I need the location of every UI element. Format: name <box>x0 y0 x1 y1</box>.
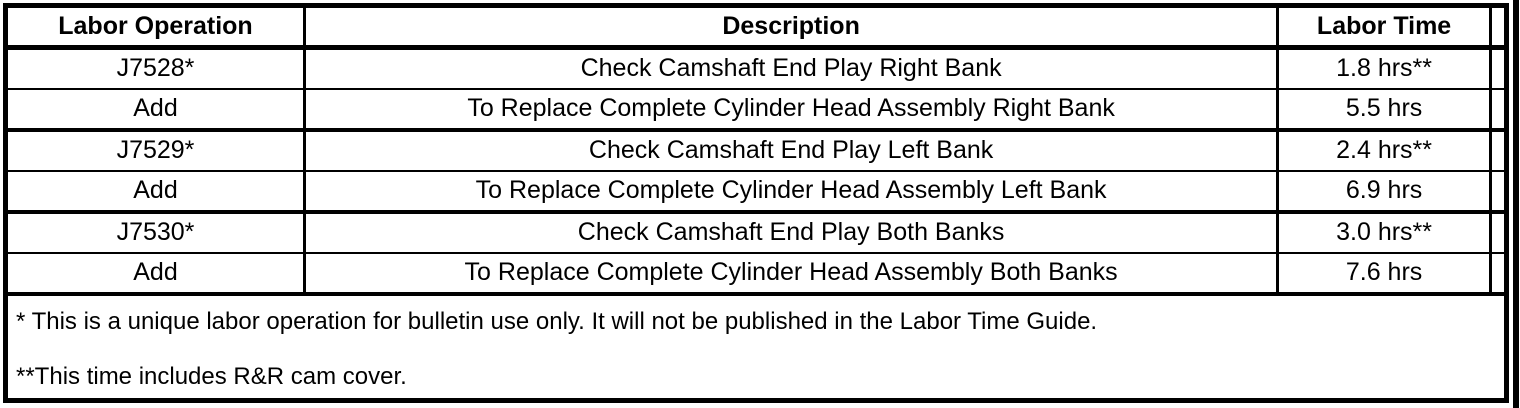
table-row: Add To Replace Complete Cylinder Head As… <box>4 251 1509 296</box>
labor-operation-cell: J7529* <box>4 128 306 172</box>
spacer-cell <box>1488 169 1509 214</box>
labor-time-cell: 5.5 hrs <box>1276 87 1492 132</box>
labor-operation-cell: Add <box>4 251 306 296</box>
footnote-asterisk: * This is a unique labor operation for b… <box>16 307 1098 335</box>
table-row: J7528* Check Camshaft End Play Right Ban… <box>4 46 1509 90</box>
description-cell: Check Camshaft End Play Left Bank <box>302 128 1280 172</box>
description-cell: To Replace Complete Cylinder Head Assemb… <box>302 251 1280 296</box>
table-row: Add To Replace Complete Cylinder Head As… <box>4 169 1509 214</box>
spacer-cell <box>1488 251 1509 296</box>
labor-time-table: Labor Operation Description Labor Time J… <box>3 3 1509 404</box>
labor-time-cell: 1.8 hrs** <box>1276 46 1492 90</box>
footnote-double-asterisk: **This time includes R&R cam cover. <box>16 362 407 390</box>
labor-time-cell: 7.6 hrs <box>1276 251 1492 296</box>
description-cell: Check Camshaft End Play Both Banks <box>302 210 1280 254</box>
description-cell: To Replace Complete Cylinder Head Assemb… <box>302 87 1280 132</box>
labor-time-cell: 6.9 hrs <box>1276 169 1492 214</box>
spacer-cell <box>1488 128 1509 172</box>
header-row: Labor Operation Description Labor Time <box>4 4 1509 50</box>
spacer-cell <box>1488 210 1509 254</box>
labor-operation-cell: Add <box>4 87 306 132</box>
labor-operation-cell: Add <box>4 169 306 214</box>
description-cell: Check Camshaft End Play Right Bank <box>302 46 1280 90</box>
column-header-labor-time: Labor Time <box>1276 4 1492 50</box>
footnote-cell: * This is a unique labor operation for b… <box>4 291 1508 402</box>
column-header-description: Description <box>302 4 1280 50</box>
table-row: J7530* Check Camshaft End Play Both Bank… <box>4 210 1509 254</box>
column-header-labor-operation: Labor Operation <box>4 4 306 50</box>
spacer-column-header <box>1488 4 1509 50</box>
spacer-cell <box>1488 87 1509 132</box>
table-row: Add To Replace Complete Cylinder Head As… <box>4 87 1509 132</box>
labor-time-cell: 2.4 hrs** <box>1276 128 1492 172</box>
description-cell: To Replace Complete Cylinder Head Assemb… <box>302 169 1280 214</box>
spacer-cell <box>1488 46 1509 90</box>
page-border-fragment <box>1513 0 1519 408</box>
table-row: J7529* Check Camshaft End Play Left Bank… <box>4 128 1509 172</box>
labor-operation-cell: J7528* <box>4 46 306 90</box>
labor-operation-cell: J7530* <box>4 210 306 254</box>
labor-time-cell: 3.0 hrs** <box>1276 210 1492 254</box>
footnote-section: * This is a unique labor operation for b… <box>4 291 1508 402</box>
